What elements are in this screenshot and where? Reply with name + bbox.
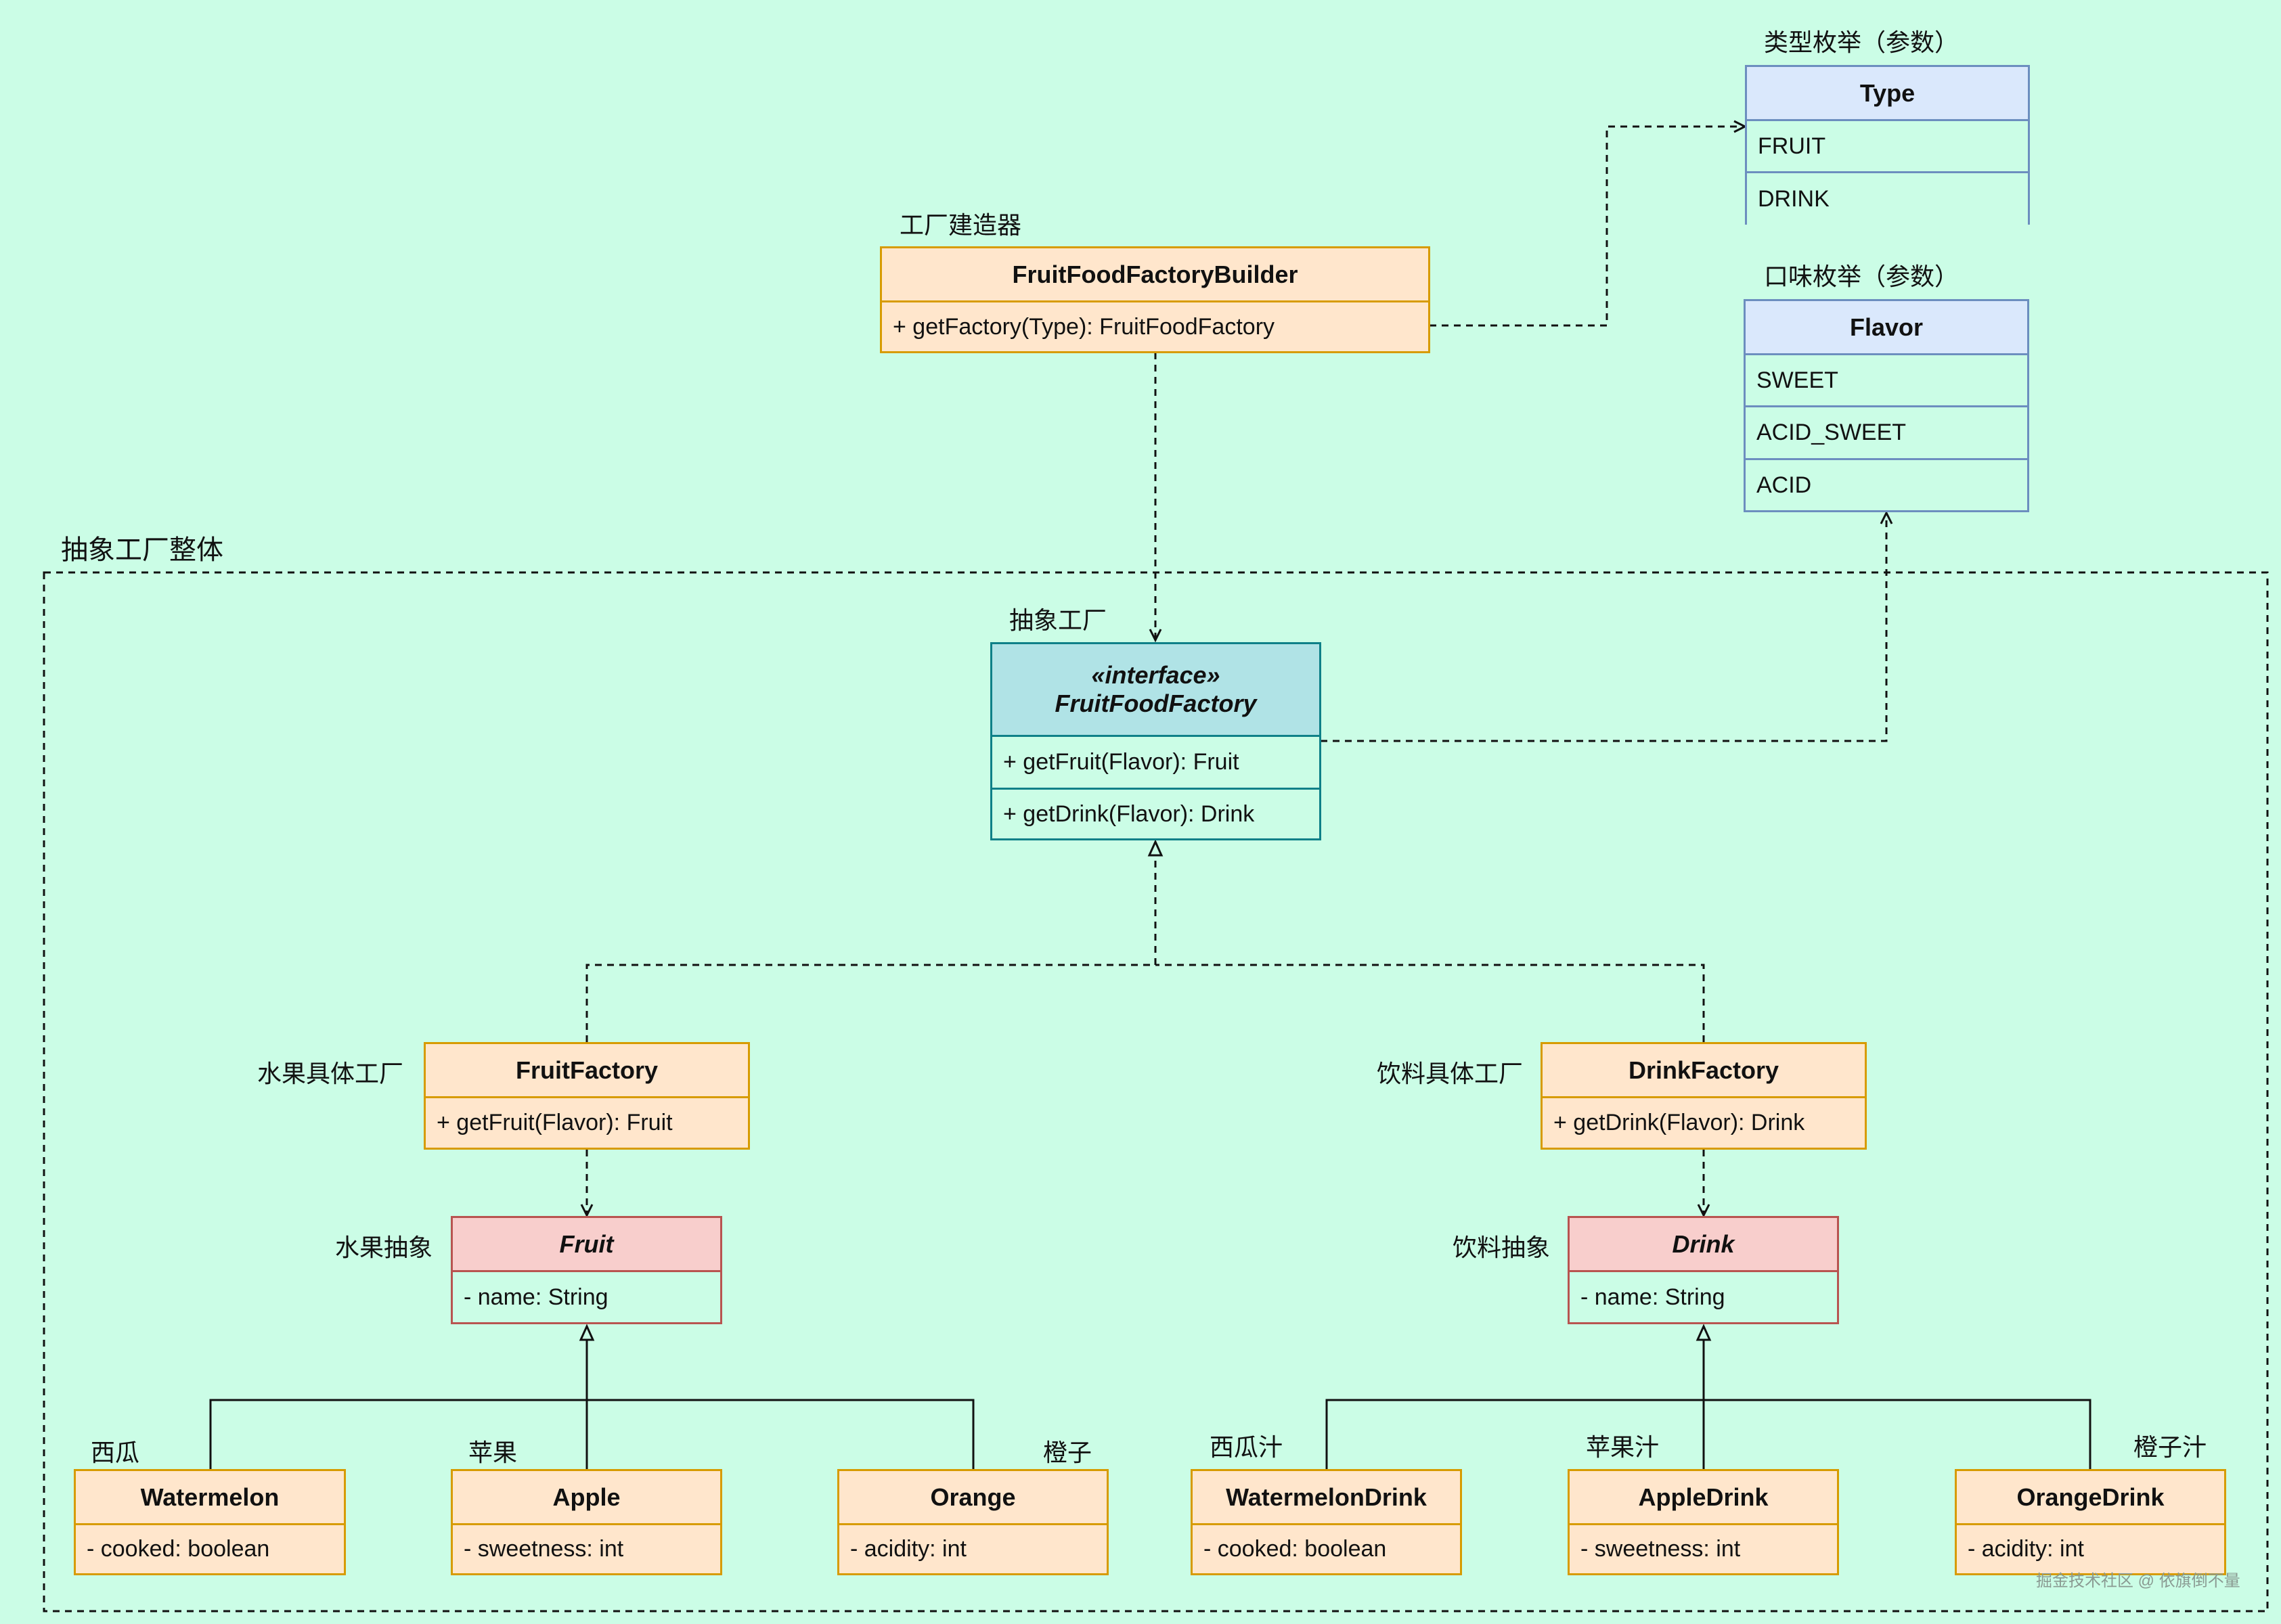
- inherit-orange-drink: [1704, 1399, 2091, 1469]
- factory-interface[interactable]: «interface» FruitFoodFactory + getFruit(…: [990, 642, 1321, 840]
- apple-name: Apple: [453, 1471, 720, 1525]
- fruit-factory-label: 水果具体工厂: [257, 1060, 404, 1087]
- orange-name: Orange: [839, 1471, 1107, 1525]
- fruit-factory-name: FruitFactory: [426, 1044, 748, 1098]
- fruit-abstract-class[interactable]: Fruit - name: String: [451, 1216, 722, 1324]
- watermelon-drink-class[interactable]: WatermelonDrink - cooked: boolean: [1191, 1469, 1462, 1575]
- orange-drink-name: OrangeDrink: [1957, 1471, 2224, 1525]
- apple-drink-class[interactable]: AppleDrink - sweetness: int: [1568, 1469, 1839, 1575]
- drink-factory-label: 饮料具体工厂: [1377, 1060, 1524, 1087]
- dep-factory-flavor: [1321, 510, 1893, 742]
- builder-method: + getFactory(Type): FruitFoodFactory: [882, 302, 1428, 351]
- drink-class-name: Drink: [1570, 1218, 1837, 1272]
- fruit-abstract-label: 水果抽象: [335, 1234, 433, 1261]
- drink-factory-name: DrinkFactory: [1543, 1044, 1865, 1098]
- watermelon-class[interactable]: Watermelon - cooked: boolean: [74, 1469, 346, 1575]
- watermelon-label: 西瓜: [91, 1439, 140, 1466]
- orange-drink-class[interactable]: OrangeDrink - acidity: int: [1955, 1469, 2226, 1575]
- orange-attribute: - acidity: int: [839, 1525, 1107, 1573]
- watermelon-drink-name: WatermelonDrink: [1193, 1471, 1460, 1525]
- drink-attribute: - name: String: [1570, 1272, 1837, 1322]
- fruit-attribute: - name: String: [453, 1272, 720, 1322]
- interface-method: + getDrink(Flavor): Drink: [992, 790, 1319, 838]
- interface-name: FruitFoodFactory: [1055, 690, 1257, 717]
- fruit-factory-method: + getFruit(Flavor): Fruit: [426, 1098, 748, 1148]
- interface-stereotype: «interface»: [1091, 661, 1220, 689]
- drink-abstract-class[interactable]: Drink - name: String: [1568, 1216, 1839, 1324]
- orange-label: 橙子: [1043, 1439, 1092, 1466]
- builder-label: 工厂建造器: [900, 211, 1022, 239]
- watermelon-drink-attribute: - cooked: boolean: [1193, 1525, 1460, 1573]
- abstract-factory-label: 抽象工厂: [1009, 606, 1107, 634]
- fruit-class-name: Fruit: [453, 1218, 720, 1272]
- inherit-orange: [587, 1399, 975, 1469]
- watermelon-attribute: - cooked: boolean: [76, 1525, 344, 1573]
- enum-value: SWEET: [1746, 355, 2027, 407]
- orange-drink-attribute: - acidity: int: [1957, 1525, 2224, 1573]
- realize-fruit-factory: [585, 839, 1164, 1042]
- dep-builder-type: [1430, 120, 1748, 327]
- apple-label: 苹果: [468, 1439, 518, 1466]
- watermark: 掘金技术社区 @ 依旗倒不量: [2036, 1572, 2240, 1590]
- type-enum-label: 类型枚举（参数）: [1764, 28, 1959, 56]
- fruit-factory-class[interactable]: FruitFactory + getFruit(Flavor): Fruit: [424, 1042, 750, 1150]
- apple-attribute: - sweetness: int: [453, 1525, 720, 1573]
- builder-class[interactable]: FruitFoodFactoryBuilder + getFactory(Typ…: [880, 246, 1430, 353]
- flavor-enum-label: 口味枚举（参数）: [1764, 263, 1959, 290]
- watermelon-drink-label: 西瓜汁: [1210, 1433, 1283, 1461]
- apple-drink-name: AppleDrink: [1570, 1471, 1837, 1525]
- inherit-watermelon-drink: [1325, 1324, 1712, 1469]
- drink-factory-method: + getDrink(Flavor): Drink: [1543, 1098, 1865, 1148]
- type-enum-name: Type: [1747, 67, 2028, 121]
- apple-drink-label: 苹果汁: [1586, 1433, 1660, 1461]
- enum-value: DRINK: [1747, 173, 2028, 225]
- orange-drink-label: 橙子汁: [2133, 1433, 2207, 1461]
- enum-value: FRUIT: [1747, 121, 2028, 173]
- flavor-enum-name: Flavor: [1746, 301, 2027, 355]
- enum-value: ACID: [1746, 460, 2027, 510]
- enum-value: ACID_SWEET: [1746, 407, 2027, 460]
- interface-method: + getFruit(Flavor): Fruit: [992, 737, 1319, 790]
- flavor-enum[interactable]: Flavor SWEET ACID_SWEET ACID: [1744, 299, 2029, 512]
- realize-drink-factory: [1155, 964, 1705, 1042]
- drink-abstract-label: 饮料抽象: [1453, 1234, 1551, 1261]
- orange-class[interactable]: Orange - acidity: int: [837, 1469, 1109, 1575]
- drink-factory-class[interactable]: DrinkFactory + getDrink(Flavor): Drink: [1541, 1042, 1867, 1150]
- inherit-watermelon: [209, 1324, 595, 1469]
- builder-class-name: FruitFoodFactoryBuilder: [882, 248, 1428, 302]
- group-label: 抽象工厂整体: [61, 535, 223, 565]
- type-enum[interactable]: Type FRUIT DRINK: [1745, 65, 2030, 225]
- apple-drink-attribute: - sweetness: int: [1570, 1525, 1837, 1573]
- watermelon-name: Watermelon: [76, 1471, 344, 1525]
- apple-class[interactable]: Apple - sweetness: int: [451, 1469, 722, 1575]
